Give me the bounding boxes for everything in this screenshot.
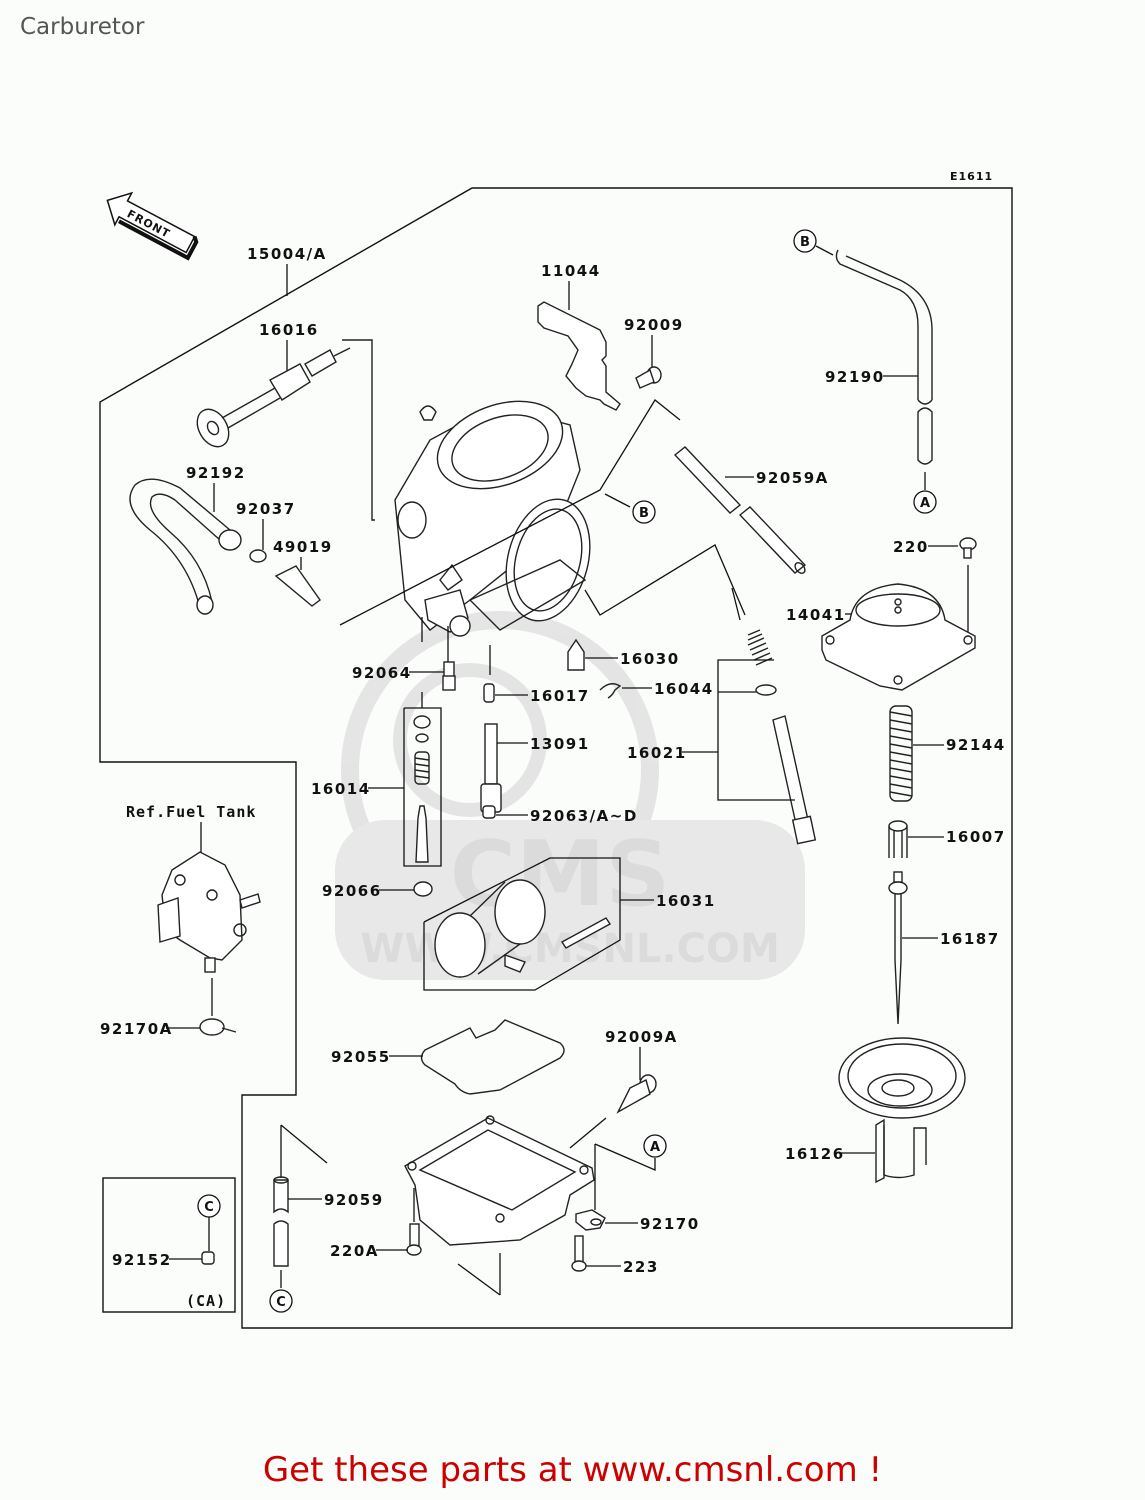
part-label-16031[interactable]: 16031 [656,892,716,910]
needle-jet-13091-part [480,723,502,813]
part-label-92170[interactable]: 92170 [640,1215,700,1233]
starter-plunger-16021-part [747,629,817,845]
cap-92152-part [201,1251,215,1265]
page-title: Carburetor [20,14,145,40]
cover-14041-part [821,583,976,691]
clip-16044-part [599,683,622,699]
connector-a-bottom: A [643,1134,667,1158]
part-label-16126[interactable]: 16126 [785,1145,845,1163]
front-arrow-icon: FRONT [106,191,199,261]
choke-plunger-part [196,339,375,521]
part-label-92066[interactable]: 92066 [322,882,382,900]
clamp-92170-part [575,1209,606,1231]
air-screw-16014-part [413,715,431,863]
part-label-92190[interactable]: 92190 [825,368,885,386]
hose-92059A-part [673,446,807,574]
drain-screw-92009A-part [616,1074,657,1114]
part-label-92063[interactable]: 92063/A~D [530,807,638,825]
throttle-valve-16031-part [434,879,612,978]
screw-223-part [571,1235,587,1272]
bracket-part [537,301,621,411]
watermark-logo: CMS [450,822,670,927]
part-label-92059[interactable]: 92059 [324,1191,384,1209]
carburetor-body-part [394,400,591,637]
part-label-49019[interactable]: 49019 [273,538,333,556]
fuel-petcock-part [157,851,261,973]
connector-b-mid: B [632,500,656,524]
part-label-92059A[interactable]: 92059A [756,469,829,487]
part-label-92037[interactable]: 92037 [236,500,296,518]
connector-b-top: B [793,229,817,253]
spring-92144-part [889,705,913,802]
ca-variant-label: (CA) [186,1292,226,1310]
part-label-220A[interactable]: 220A [330,1242,379,1260]
needle-holder-16007-part [888,820,908,858]
svg-text:A: A [920,496,930,511]
part-label-92055[interactable]: 92055 [331,1048,391,1066]
hose-92059-part [273,1176,289,1267]
part-label-220[interactable]: 220 [893,538,929,556]
part-label-92152[interactable]: 92152 [112,1251,172,1269]
part-label-92170A[interactable]: 92170A [100,1020,173,1038]
svg-text:B: B [639,506,649,521]
part-label-92064[interactable]: 92064 [352,664,412,682]
part-label-16017[interactable]: 16017 [530,687,590,705]
hose-92190-part [835,249,933,400]
connector-c-ca: C [197,1194,221,1218]
part-label-92192[interactable]: 92192 [186,464,246,482]
part-label-16014[interactable]: 16014 [311,780,371,798]
screw-92009-part [635,366,662,389]
part-label-13091[interactable]: 13091 [530,735,590,753]
part-label-14041[interactable]: 14041 [786,606,846,624]
part-label-11044[interactable]: 11044 [541,262,601,280]
part-label-15004[interactable]: 15004/A [247,245,327,263]
svg-text:A: A [650,1140,660,1155]
float-valve-16030-part [567,638,585,671]
part-label-223[interactable]: 223 [623,1258,659,1276]
svg-text:B: B [800,235,810,250]
screw-220-part [959,537,977,559]
connector-a-top: A [913,490,937,514]
part-label-16044[interactable]: 16044 [654,680,714,698]
part-label-16016[interactable]: 16016 [259,321,319,339]
pilot-jet-92064-part [442,661,456,691]
hose-92192-part [129,478,242,615]
assembly-frame [99,187,1013,1329]
part-label-16007[interactable]: 16007 [946,828,1006,846]
connector-c-main: C [269,1289,293,1313]
diaphragm-16126-part [838,1037,966,1184]
part-label-92009A[interactable]: 92009A [605,1028,678,1046]
part-label-16030[interactable]: 16030 [620,650,680,668]
svg-text:C: C [276,1295,286,1310]
screw-220A-part [406,1223,422,1256]
cap-92066-part [413,881,433,897]
part-label-92144[interactable]: 92144 [946,736,1006,754]
footer-promo-link[interactable]: Get these parts at www.cmsnl.com ! [262,1450,883,1490]
part-16017-shape [483,683,495,703]
ca-variant-box [102,1177,236,1313]
ref-fuel-tank-label: Ref.Fuel Tank [126,803,256,821]
filter-49019-part [274,565,321,607]
part-label-16187[interactable]: 16187 [940,930,1000,948]
gasket-92055-part [420,1019,565,1095]
main-jet-92063-part [482,805,496,819]
svg-text:C: C [204,1200,214,1215]
diagram-code: E1611 [950,170,993,183]
float-bowl-part [404,1115,595,1246]
part-label-92009[interactable]: 92009 [624,316,684,334]
jet-needle-16187-part [888,871,908,1025]
clip-92037-part [249,549,267,563]
part-label-16021[interactable]: 16021 [627,744,687,762]
clamp-92170A-part [199,1018,237,1036]
watermark-url: WWW.CMSNL.COM [360,926,780,972]
